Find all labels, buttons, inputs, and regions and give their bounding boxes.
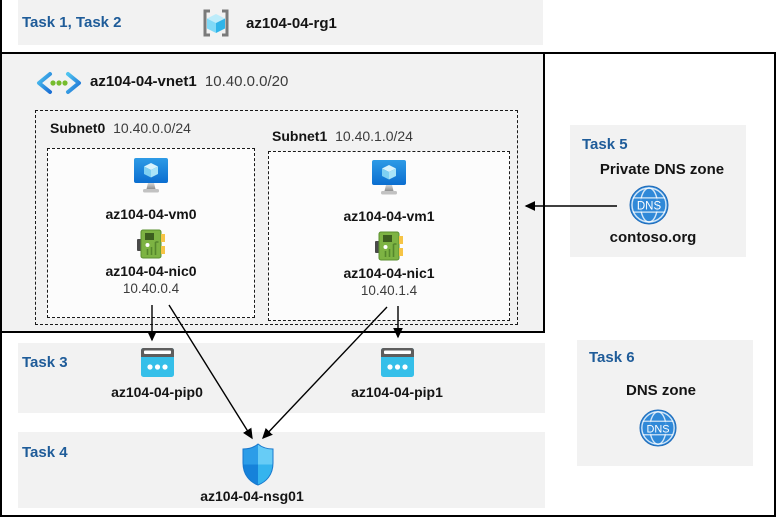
task4-heading: Task 4 <box>22 444 68 461</box>
resource-group-band <box>18 0 543 45</box>
subnet0-name: Subnet0 <box>50 120 106 136</box>
task3-heading: Task 3 <box>22 354 68 371</box>
subnet0-cidr: 10.40.0.0/24 <box>113 120 191 136</box>
dns-zone-title: DNS zone <box>625 382 696 399</box>
nic1-icon <box>374 231 404 261</box>
pip1-name: az104-04-pip1 <box>351 384 443 400</box>
private-dns-icon: DNS <box>629 185 669 225</box>
subnet0-label: Subnet0 10.40.0.0/24 <box>50 120 191 136</box>
subnet0-box: az104-04-vm0 az104-04-nic0 10.40.0.4 <box>47 148 255 318</box>
nic1-name: az104-04-nic1 <box>343 265 435 281</box>
subnet1-cidr: 10.40.1.0/24 <box>335 128 413 144</box>
dns-icon-label: DNS <box>646 423 669 435</box>
virtual-network-icon <box>36 71 82 95</box>
subnet1-box: az104-04-vm1 az104-04-nic1 10.40.1.4 <box>268 151 510 321</box>
resource-group-name: az104-04-rg1 <box>246 15 337 32</box>
vnet-title: az104-04-vnet1 10.40.0.0/20 <box>90 73 288 90</box>
pip1-icon <box>381 348 414 377</box>
nsg-shield-icon <box>242 443 274 486</box>
nic0-icon <box>136 229 166 259</box>
task4-band <box>18 432 545 508</box>
subnet1-label: Subnet1 10.40.1.0/24 <box>272 128 413 144</box>
dns-icon-label: DNS <box>637 201 662 213</box>
pip0-name: az104-04-pip0 <box>111 384 203 400</box>
task3-band <box>18 343 545 413</box>
vm1-name: az104-04-vm1 <box>343 208 435 224</box>
nic0-ip: 10.40.0.4 <box>122 281 180 296</box>
task5-heading: Task 5 <box>582 136 628 153</box>
vnet-name: az104-04-vnet1 <box>90 73 197 90</box>
frame-left-border <box>0 0 2 517</box>
frame-top-separator <box>0 52 776 54</box>
task6-heading: Task 6 <box>589 349 635 366</box>
tasks-1-2-heading: Task 1, Task 2 <box>22 14 122 31</box>
nic1-ip: 10.40.1.4 <box>360 283 418 298</box>
vnet-cidr: 10.40.0.0/20 <box>204 73 289 90</box>
pip0-icon <box>141 348 174 377</box>
vm1-icon <box>369 159 409 197</box>
nsg-name: az104-04-nsg01 <box>200 488 304 504</box>
frame-bottom-border <box>0 515 776 517</box>
nic0-name: az104-04-nic0 <box>105 263 197 279</box>
subnet1-name: Subnet1 <box>272 128 328 144</box>
private-dns-zone-name: contoso.org <box>609 229 697 246</box>
resource-group-icon <box>200 8 232 38</box>
private-dns-zone-title: Private DNS zone <box>599 161 725 178</box>
dns-zone-icon: DNS <box>639 409 677 447</box>
vm0-name: az104-04-vm0 <box>105 206 197 222</box>
vm0-icon <box>131 157 171 195</box>
frame-right-border <box>774 52 776 517</box>
